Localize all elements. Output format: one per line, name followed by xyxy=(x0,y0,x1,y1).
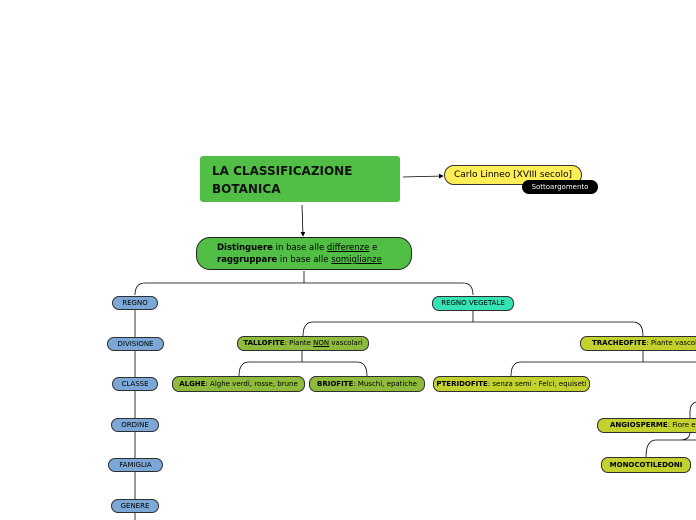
link-root-linneo xyxy=(402,173,444,179)
angiosperme-node[interactable]: ANGIOSPERME: Fiore e se xyxy=(597,418,696,433)
link-description-branches xyxy=(134,271,474,296)
tallofite-node[interactable]: TALLOFITE: Piante NON vascolari xyxy=(237,336,369,351)
rank-genere[interactable]: GENERE xyxy=(111,499,159,513)
rank-classe[interactable]: CLASSE xyxy=(112,377,158,391)
linneo-label: Carlo Linneo [XVIII secolo] xyxy=(453,170,573,180)
alghe-node[interactable]: ALGHE: Alghe verdi, rosse, brune xyxy=(172,376,305,392)
subtopic-tag: Sottoargomento xyxy=(522,180,598,194)
briofite-node[interactable]: BRIOFITE: Muschi, epatiche xyxy=(309,376,425,392)
rank-regno[interactable]: REGNO xyxy=(112,296,158,310)
description-line1: Distinguere in base alle differenze e xyxy=(217,243,378,253)
rank-famiglia[interactable]: FAMIGLIA xyxy=(108,458,163,472)
tracheofite-node[interactable]: TRACHEOFITE: Piante vascolari xyxy=(580,336,696,351)
pteridofite-node[interactable]: PTERIDOFITE: senza semi - Felci, equiset… xyxy=(433,376,590,392)
root-title-line2: BOTANICA xyxy=(212,182,281,196)
description-node[interactable]: Distinguere in base alle differenze e ra… xyxy=(196,237,412,270)
link-regno-vegetale-branches xyxy=(302,311,644,337)
link-root-description xyxy=(300,204,306,237)
regno-vegetale-node[interactable]: REGNO VEGETALE xyxy=(432,296,514,311)
monocotiledoni-node[interactable]: MONOCOTILEDONI xyxy=(601,457,691,473)
description-line2: raggruppare in base alle somiglianze xyxy=(217,255,382,265)
rank-divisione[interactable]: DIVISIONE xyxy=(107,337,164,351)
root-title-line1: LA CLASSIFICAZIONE xyxy=(212,164,353,178)
root-topic[interactable]: LA CLASSIFICAZIONE BOTANICA xyxy=(200,156,400,202)
link-tracheofite-branches xyxy=(510,351,696,377)
link-angiosperme-branches xyxy=(645,401,696,458)
rank-ordine[interactable]: ORDINE xyxy=(111,418,159,432)
subtopic-tag-label: Sottoargomento xyxy=(531,183,589,191)
link-tallofite-branches xyxy=(238,351,368,377)
